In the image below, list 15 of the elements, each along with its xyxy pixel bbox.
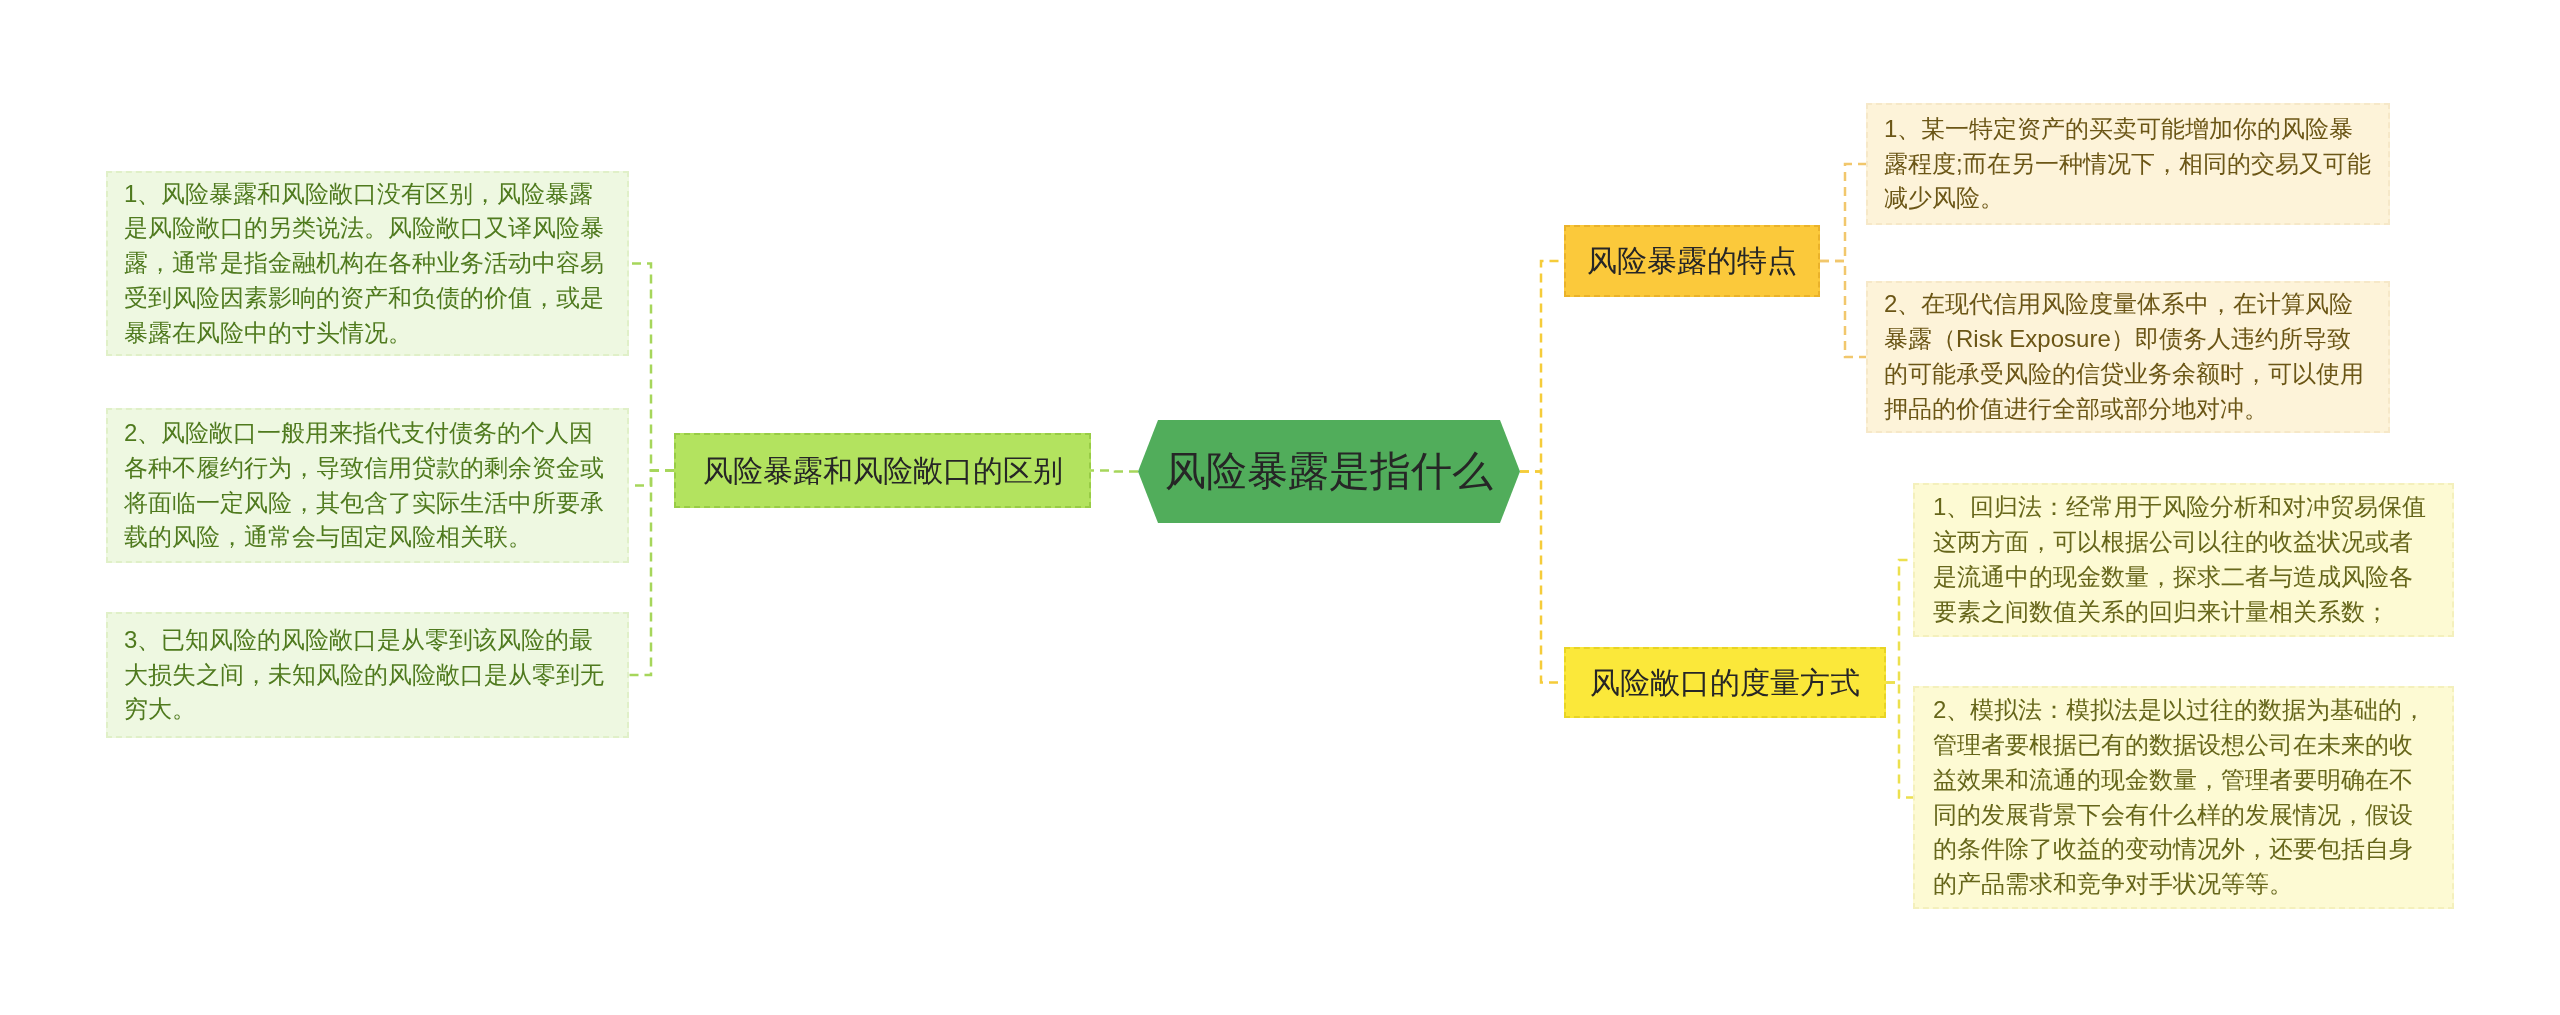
note-box: 1、风险暴露和风险敞口没有区别，风险暴露是风险敞口的另类说法。风险敞口又译风险暴露，通常是指金融机构在各种业务活动中容易受到风险因素影响的资产和负债的价值，或是暴露在风险中的寸头情况。 [106, 171, 629, 356]
note-box: 1、某一特定资产的买卖可能增加你的风险暴露程度;而在另一种情况下，相同的交易又可能减少风险。 [1866, 103, 2390, 225]
note-box: 3、已知风险的风险敞口是从零到该风险的最大损失之间，未知风险的风险敞口是从零到无穷大。 [106, 612, 629, 738]
topic-hexagon: 风险暴露是指什么 [1138, 420, 1520, 523]
connector-line [1091, 469, 1138, 473]
connector-line [1886, 681, 1913, 799]
note-box: 1、回归法：经常用于风险分析和对冲贸易保值这两方面，可以根据公司以往的收益状况或者是流通中的现金数量，探求二者与造成风险各要素之间数值关系的回归来计量相关系数； [1913, 483, 2454, 637]
connector-line [629, 469, 674, 677]
note-box: 2、模拟法：模拟法是以过往的数据为基础的，管理者要根据已有的数据设想公司在未来的收益效果和流通的现金数量，管理者要明确在不同的发展背景下会有什么样的发展情况，假设的条件除了收益的变动情况外，还要包括自身的产品需求和竞争对手状况等等。 [1913, 686, 2454, 909]
note-box: 2、风险敞口一般用来指代支付债务的个人因各种不履约行为，导致信用贷款的剩余资金或将面临一定风险，其包含了实际生活中所要承载的风险，通常会与固定风险相关联。 [106, 408, 629, 563]
note-box: 2、在现代信用风险度量体系中，在计算风险暴露（Risk Exposure）即债务人违约所导致的可能承受风险的信贷业务余额时，可以使用押品的价值进行全部或部分地对冲。 [1866, 281, 2390, 433]
topic-box: 风险敞口的度量方式 [1564, 647, 1886, 718]
topic-box: 风险暴露的特点 [1564, 225, 1820, 297]
topic-box: 风险暴露和风险敞口的区别 [674, 433, 1091, 508]
connector-line [1820, 259, 1866, 359]
